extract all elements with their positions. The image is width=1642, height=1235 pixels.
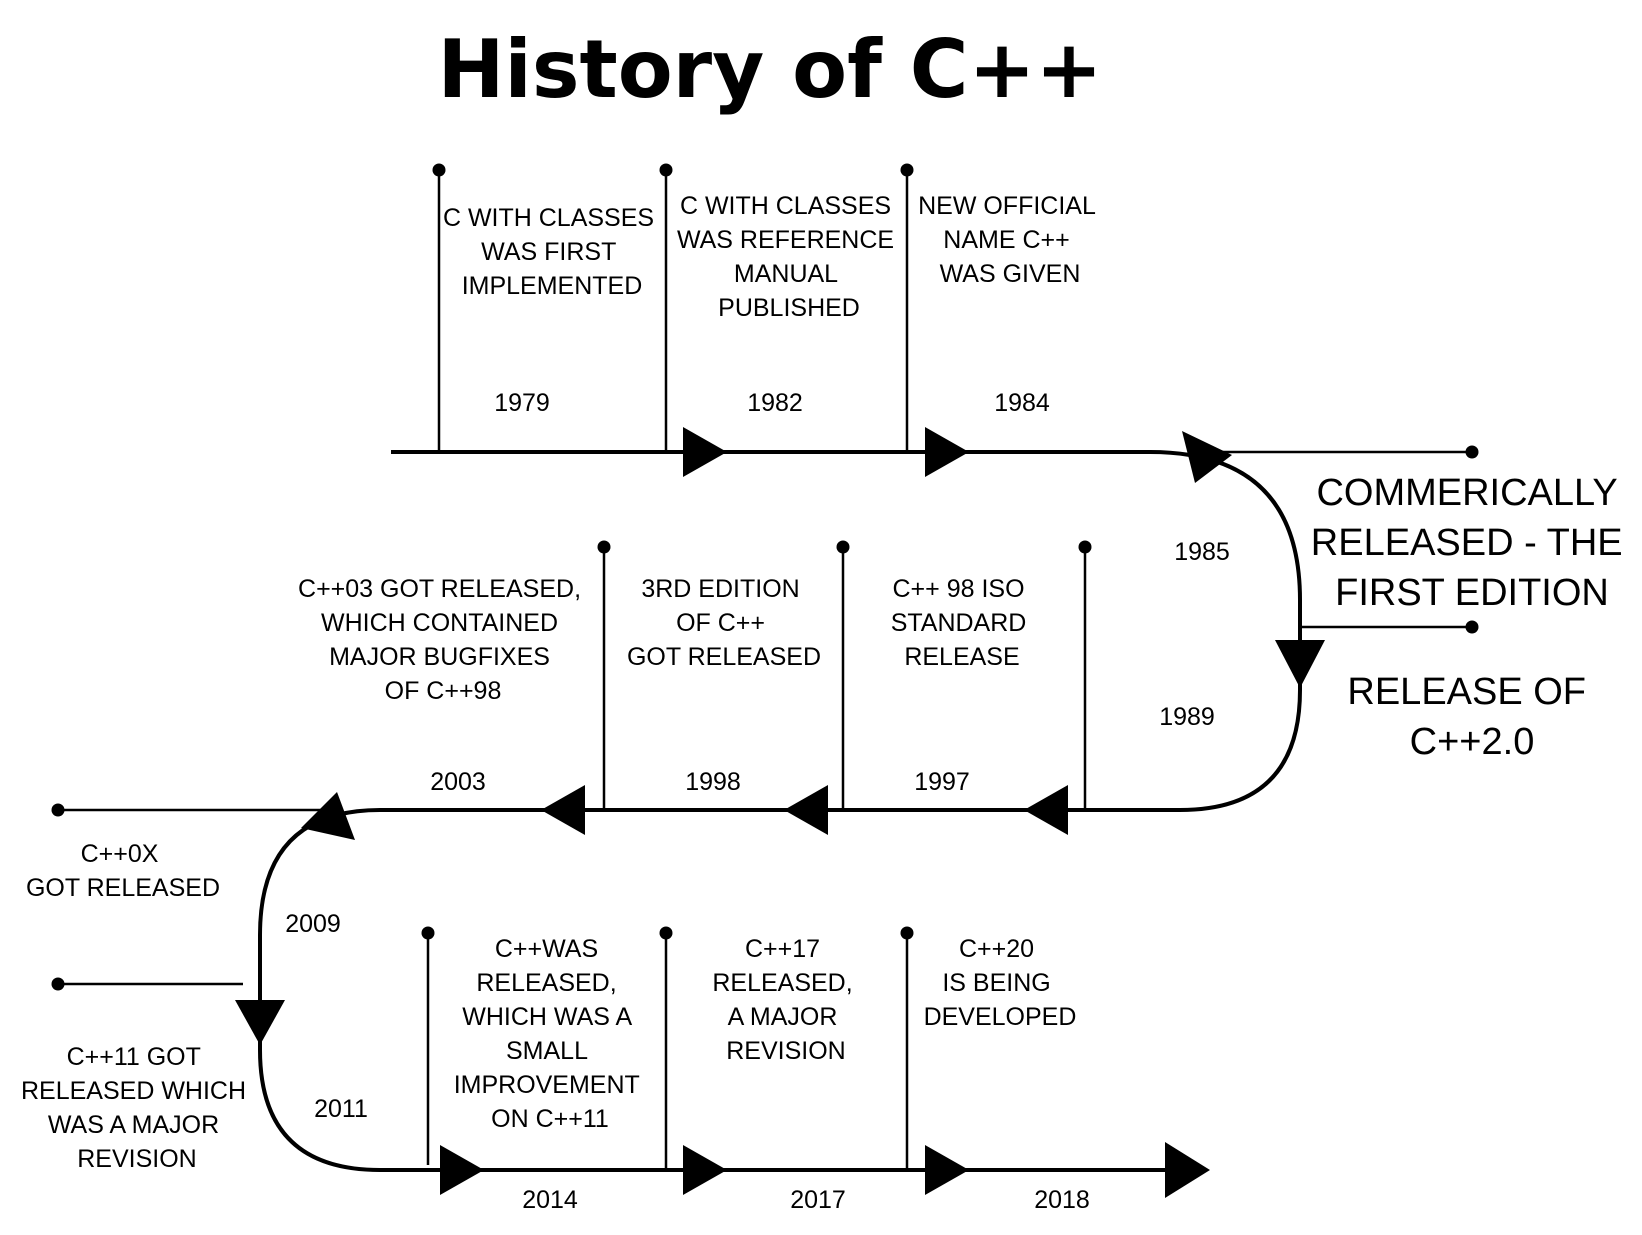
event-marker-dot [432,163,446,177]
event-2017: C++17 RELEASED, A MAJOR REVISION 2017 [659,926,859,1214]
event-1979: C WITH CLASSES WAS FIRST IMPLEMENTED 197… [432,163,661,452]
event-1989: 1989 RELEASE OF C++2.0 [1159,620,1596,763]
event-year: 1998 [685,768,741,796]
event-marker-dot [421,926,435,940]
event-2014: C++WAS RELEASED, WHICH WAS A SMALL IMPRO… [421,926,647,1214]
event-year: 1989 [1159,703,1215,731]
event-year: 1985 [1174,538,1230,566]
arrow-marker [784,785,828,835]
event-description: NEW OFFICIAL NAME C++ WAS GIVEN [918,192,1102,288]
event-description: C WITH CLASSES WAS REFERENCE MANUAL PUBL… [677,192,901,322]
event-1984: NEW OFFICIAL NAME C++ WAS GIVEN 1984 [900,163,1102,452]
event-description: COMMERICALLY RELEASED - THE FIRST EDITIO… [1311,472,1633,614]
event-year: 2014 [522,1186,578,1214]
event-year: 1997 [914,768,970,796]
event-marker-dot [1078,540,1092,554]
arrow-marker [683,1145,727,1195]
event-marker-dot [900,163,914,177]
event-marker-dot [659,163,673,177]
event-marker-dot [51,803,65,817]
event-year: 2017 [790,1186,846,1214]
arrow-marker [440,1145,484,1195]
event-2003: C++03 GOT RELEASED, WHICH CONTAINED MAJO… [298,540,611,810]
event-description: C++11 GOT RELEASED WHICH WAS A MAJOR REV… [21,1043,253,1173]
arrow-marker [1275,640,1325,688]
event-year: 1984 [994,389,1050,417]
event-marker-dot [1465,620,1479,634]
timeline-path [258,450,1302,1172]
event-1982: C WITH CLASSES WAS REFERENCE MANUAL PUBL… [659,163,901,452]
event-description: C++0X GOT RELEASED [26,840,220,902]
event-description: 3RD EDITION OF C++ GOT RELEASED [627,575,821,671]
event-2009: C++0X GOT RELEASED 2009 [26,803,341,938]
event-year: 2009 [285,910,341,938]
event-description: RELEASE OF C++2.0 [1347,671,1596,763]
event-1998: 3RD EDITION OF C++ GOT RELEASED 1998 [627,540,850,810]
event-marker-dot [1465,445,1479,459]
event-2018: C++20 IS BEING DEVELOPED 2018 [900,926,1090,1214]
event-description: C++20 IS BEING DEVELOPED [924,935,1077,1031]
event-year: 2003 [430,768,486,796]
event-marker-dot [900,926,914,940]
event-marker-dot [597,540,611,554]
arrow-marker [301,792,355,840]
arrow-marker [683,427,727,477]
event-marker-dot [51,977,65,991]
event-marker-dot [659,926,673,940]
arrow-marker [1024,785,1068,835]
event-description: C++ 98 ISO STANDARD RELEASE [891,575,1034,671]
event-description: C++17 RELEASED, A MAJOR REVISION [712,935,859,1065]
event-year: 2018 [1034,1186,1090,1214]
diagram-title: History of C++ [437,23,1102,116]
event-year: 2011 [314,1095,368,1123]
event-2011: C++11 GOT RELEASED WHICH WAS A MAJOR REV… [21,977,368,1173]
event-description: C++03 GOT RELEASED, WHICH CONTAINED MAJO… [298,575,588,705]
event-description: C++WAS RELEASED, WHICH WAS A SMALL IMPRO… [454,935,647,1133]
event-1985: 1985 COMMERICALLY RELEASED - THE FIRST E… [1174,445,1633,614]
arrow-marker [1182,431,1232,483]
event-marker-dot [836,540,850,554]
arrow-marker [925,427,969,477]
arrow-marker [925,1145,969,1195]
event-1997: C++ 98 ISO STANDARD RELEASE 1997 [891,540,1092,810]
arrow-end-marker [1165,1142,1210,1198]
arrow-marker [541,785,585,835]
arrow-marker [235,1000,285,1045]
event-year: 1979 [494,389,550,417]
event-year: 1982 [747,389,803,417]
event-description: C WITH CLASSES WAS FIRST IMPLEMENTED [443,204,661,300]
